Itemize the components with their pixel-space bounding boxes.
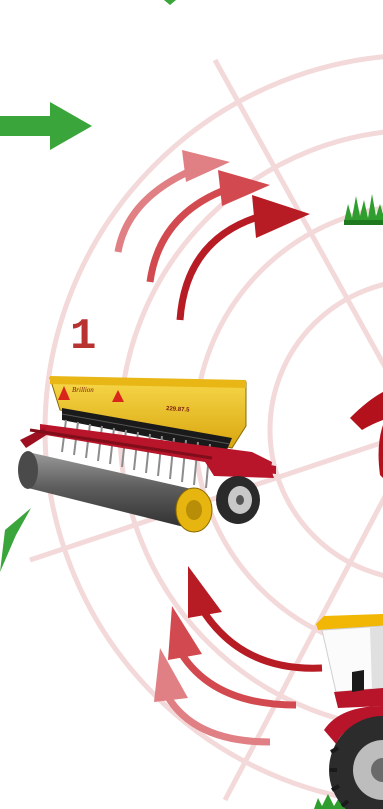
seeder-brand: Brillion [72,386,94,394]
large-arrow-fragment [350,392,383,478]
arrow-right-icon [0,102,92,150]
step-number: 1 [70,312,96,362]
guide-spoke-upper [215,60,383,430]
arrow-top-tip-icon [164,0,176,5]
tractor-icon [316,614,383,809]
seeder-machine-icon: Brillion 229.87.5 [18,376,276,532]
curved-arrow-icon [154,566,322,742]
arrow-up-right-icon [0,508,31,572]
